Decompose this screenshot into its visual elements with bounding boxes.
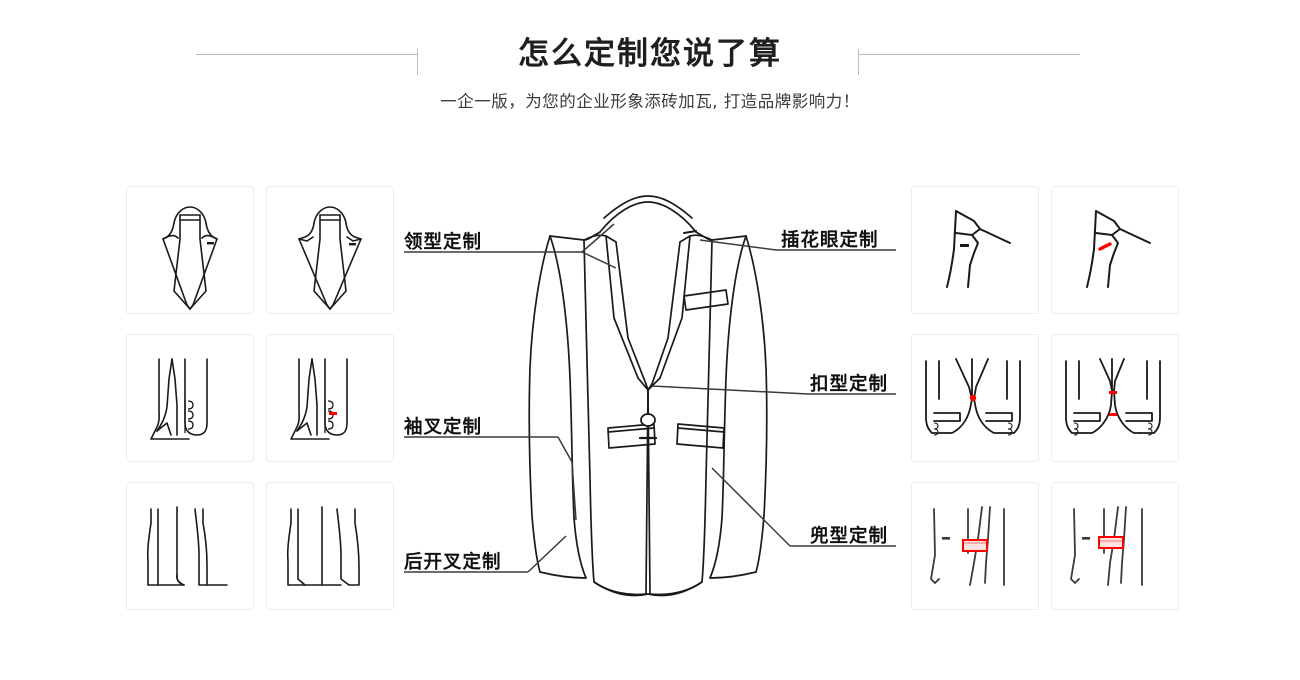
pocket-illustration-welt — [1070, 506, 1143, 586]
label-back-vent: 后开叉定制 — [404, 552, 502, 573]
label-pocket: 兜型定制 — [810, 526, 889, 547]
card-sleeve-vent-1[interactable] — [126, 334, 254, 462]
label-buttonhole: 插花眼定制 — [781, 230, 879, 251]
divider-right — [858, 49, 1080, 75]
divider-left — [196, 49, 418, 75]
accent-button-mark — [329, 412, 337, 415]
page-subtitle: 一企一版，为您的企业形象添砖加瓦, 打造品牌影响力！ — [440, 92, 860, 111]
card-pocket-2[interactable] — [1051, 482, 1179, 610]
buttonhole-mark — [960, 244, 969, 247]
pocket-illustration-flap — [930, 506, 1005, 586]
sleeve-vent-illustration-a — [150, 358, 208, 440]
buttonhole-illustration-accent — [1086, 210, 1151, 288]
card-button-2[interactable] — [1051, 334, 1179, 462]
accent-pocket-outline — [962, 539, 988, 552]
accent-button-mark — [969, 394, 977, 402]
buttonhole-mark — [349, 243, 356, 246]
card-button-1[interactable] — [911, 334, 1039, 462]
card-pocket-1[interactable] — [911, 482, 1039, 610]
card-buttonhole-1[interactable] — [911, 186, 1039, 314]
collar-illustration-a — [162, 206, 218, 310]
buttonhole-mark — [942, 537, 950, 540]
divider-left-bar — [196, 54, 418, 55]
lapel-buttonhole-mark — [683, 230, 697, 234]
card-back-vent-1[interactable] — [126, 482, 254, 610]
divider-right-bar — [858, 54, 1080, 55]
button-illustration-one — [925, 358, 1021, 436]
label-sleeve-vent: 袖叉定制 — [404, 417, 483, 438]
buttonhole-mark — [207, 242, 214, 245]
accent-pocket-outline — [1098, 536, 1124, 549]
card-collar-2[interactable] — [266, 186, 394, 314]
accent-buttonhole-mark — [1098, 242, 1112, 251]
back-vent-illustration-single — [146, 506, 228, 586]
page-header: 怎么定制您说了算 一企一版，为您的企业形象添砖加瓦, 打造品牌影响力！ — [0, 0, 1300, 130]
divider-right-tick — [858, 49, 859, 75]
back-vent-illustration-double — [286, 506, 360, 586]
suit-jacket-illustration — [528, 195, 768, 597]
button-illustration-two — [1065, 358, 1161, 436]
label-collar: 领型定制 — [404, 232, 483, 253]
label-button: 扣型定制 — [810, 374, 889, 395]
accent-button-mark-upper — [1109, 391, 1117, 394]
buttonhole-mark — [1082, 537, 1090, 540]
card-sleeve-vent-2[interactable] — [266, 334, 394, 462]
card-back-vent-2[interactable] — [266, 482, 394, 610]
card-collar-1[interactable] — [126, 186, 254, 314]
page-title: 怎么定制您说了算 — [518, 36, 782, 72]
collar-illustration-b — [298, 206, 362, 310]
card-buttonhole-2[interactable] — [1051, 186, 1179, 314]
sleeve-vent-illustration-b — [290, 358, 348, 440]
divider-left-tick — [417, 49, 418, 75]
accent-button-mark-lower — [1109, 413, 1117, 416]
buttonhole-illustration-plain — [946, 210, 1011, 288]
front-button — [640, 413, 656, 427]
